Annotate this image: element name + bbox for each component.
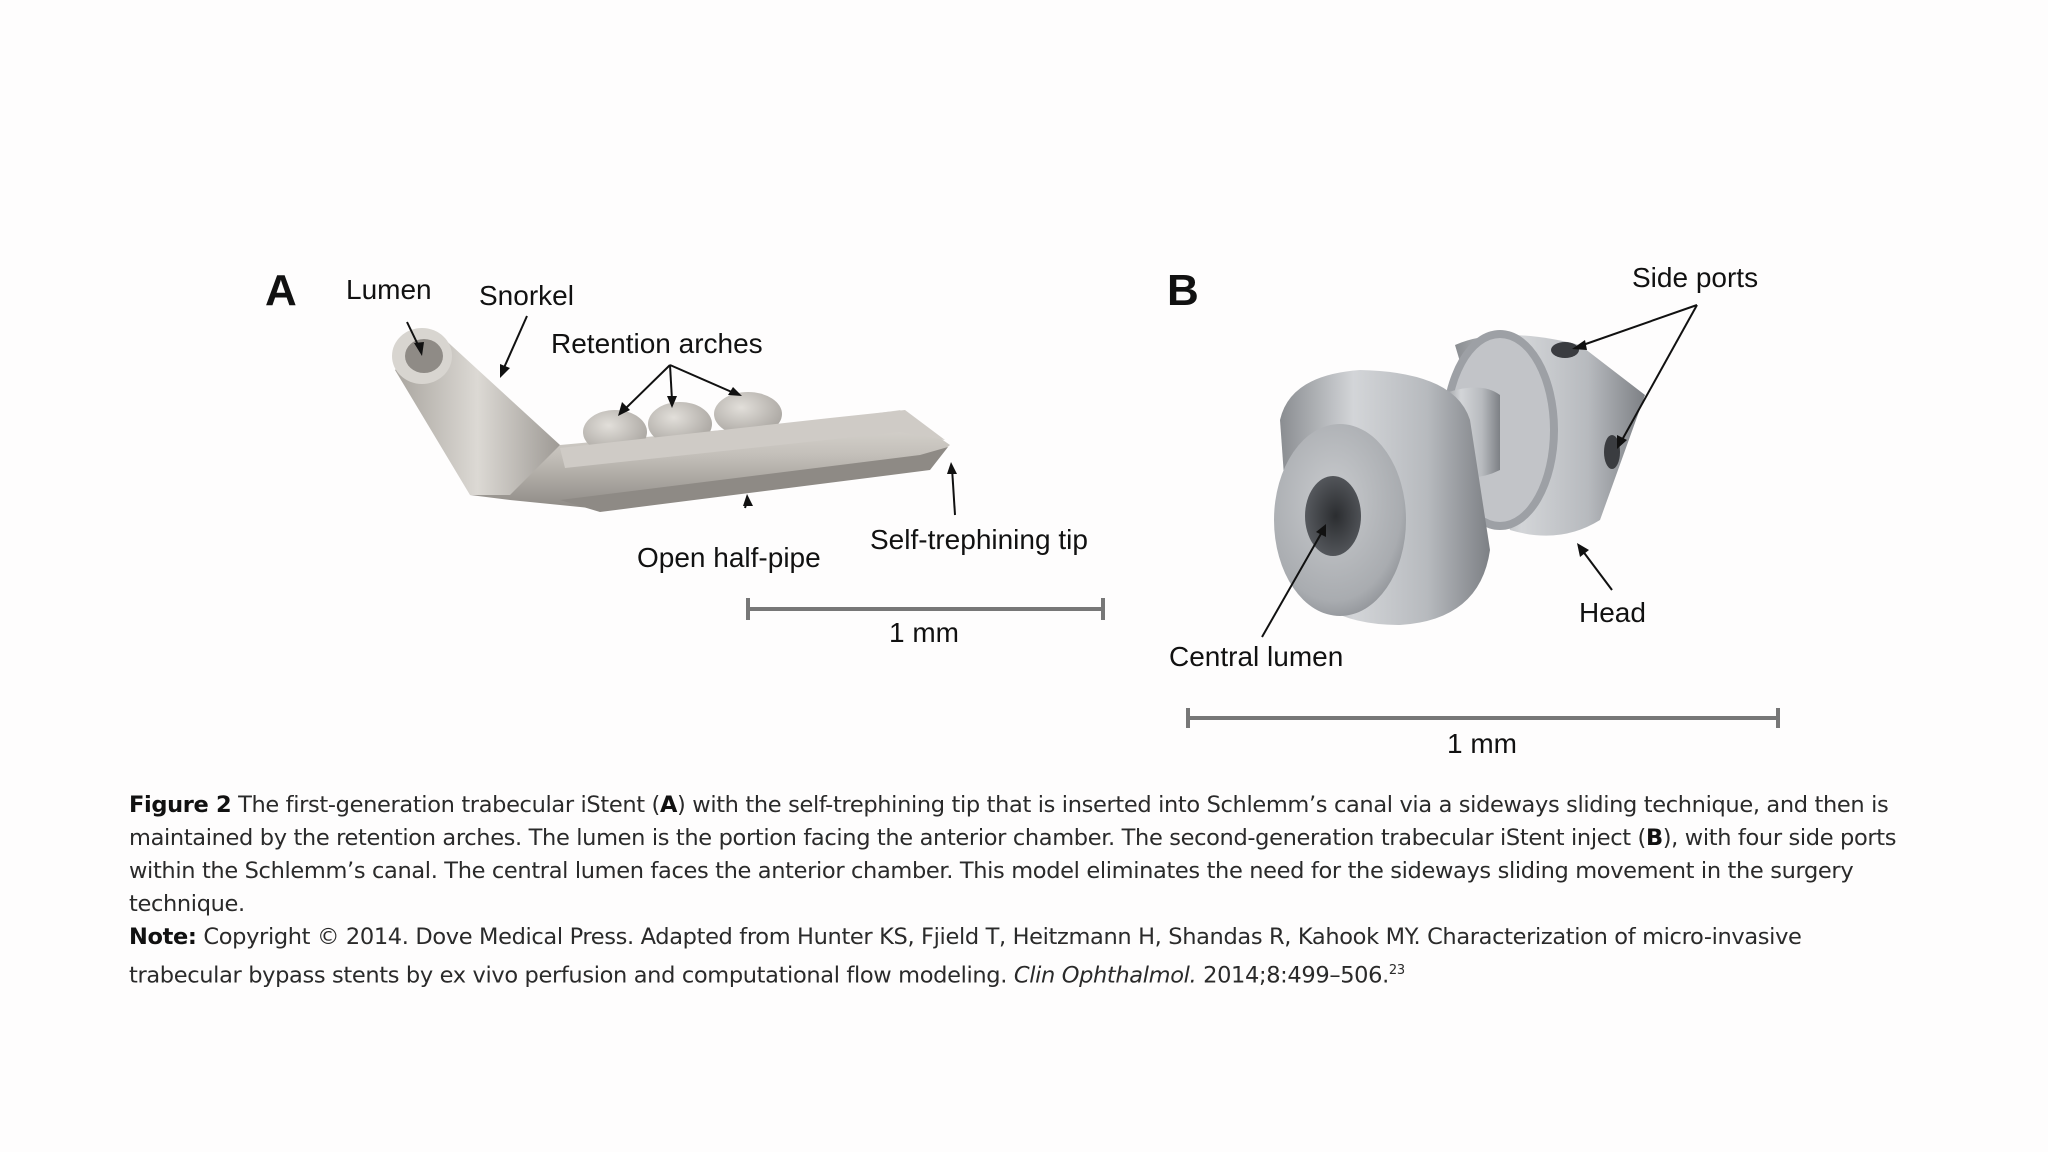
istent-first-generation	[392, 328, 950, 512]
panel-a-arrowheads	[414, 342, 957, 506]
label-head: Head	[1579, 597, 1646, 628]
scale-label-a: 1 mm	[889, 617, 959, 648]
journal-name: Clin Ophthalmol.	[1013, 962, 1197, 989]
caption-text-3: ), with four side ports within the Schle…	[129, 825, 1897, 917]
label-self-trephining-tip: Self-trephining tip	[870, 524, 1088, 555]
label-snorkel: Snorkel	[479, 280, 574, 311]
caption-text-1: The first-generation trabecular iStent (	[231, 792, 660, 818]
figure-caption: Figure 2 The first-generation trabecular…	[129, 789, 1919, 993]
reference-number: 23	[1388, 963, 1405, 978]
caption-letter-b: B	[1645, 825, 1663, 851]
panel-a-scale-bar	[746, 598, 1105, 620]
scale-label-b: 1 mm	[1447, 728, 1517, 759]
label-retention-arches: Retention arches	[551, 328, 763, 359]
caption-note: Note: Copyright © 2014. Dove Medical Pre…	[129, 921, 1919, 993]
caption-text-2: ) with the self-trephining tip that is i…	[129, 792, 1889, 851]
label-lumen: Lumen	[346, 274, 432, 305]
panel-a-letter: A	[265, 266, 297, 315]
caption-letter-a: A	[659, 792, 678, 818]
panel-b-arrows	[1261, 304, 1698, 638]
panel-b-letter: B	[1167, 266, 1199, 315]
citation-text: 2014;8:499–506.	[1196, 962, 1389, 989]
panel-a-arrows	[406, 315, 956, 516]
caption-main: Figure 2 The first-generation trabecular…	[129, 789, 1919, 921]
note-label: Note:	[129, 924, 197, 950]
label-open-half-pipe: Open half-pipe	[637, 542, 821, 573]
label-side-ports: Side ports	[1632, 262, 1759, 293]
panel-b-arrowheads	[1316, 340, 1627, 557]
panel-b-scale-bar	[1186, 708, 1780, 728]
note-text: Copyright © 2014. Dove Medical Press. Ad…	[129, 924, 1802, 989]
label-central-lumen: Central lumen	[1169, 641, 1344, 672]
figure-label: Figure 2	[129, 792, 232, 818]
istent-inject	[1274, 330, 1645, 625]
